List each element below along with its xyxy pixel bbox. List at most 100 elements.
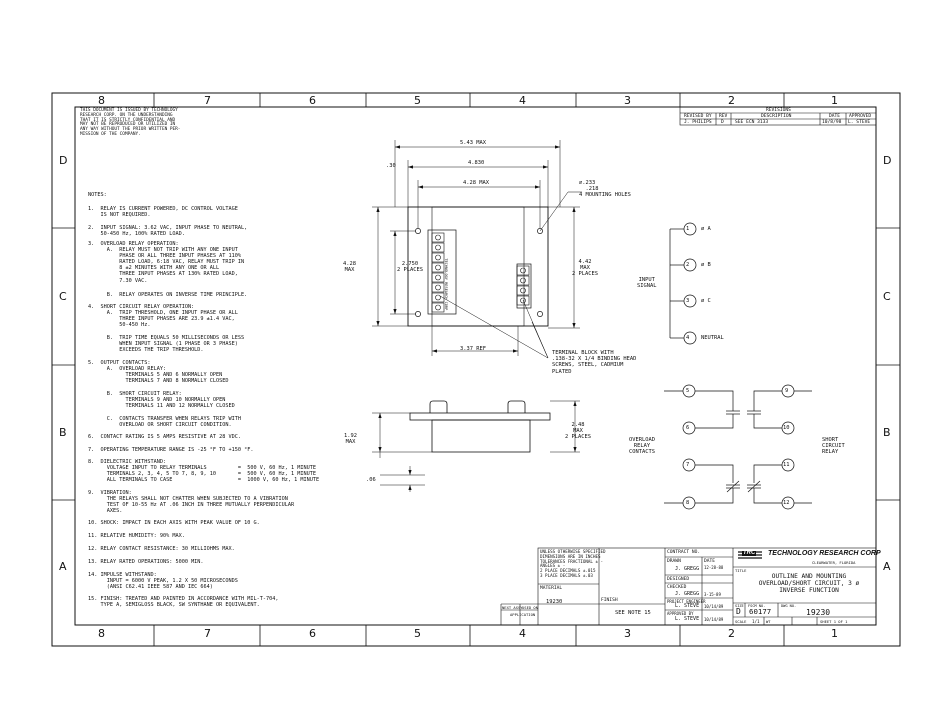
note-1: 1. RELAY IS CURRENT POWERED, DC CONTROL …	[88, 206, 238, 219]
zone-col-3-bottom: 3	[624, 627, 631, 640]
input-neutral: NEUTRAL	[701, 335, 724, 341]
dim-4-830: 4.830	[468, 160, 485, 166]
drawn-date: 12-28-88	[704, 565, 724, 570]
side-dimensions	[372, 400, 580, 492]
rev-header-approved: APPROVED	[849, 114, 872, 119]
note-4b: B. TRIP TIME EQUALS 50 MILLISECONDS OR L…	[106, 335, 245, 354]
next-assy-value: 19230	[546, 599, 563, 605]
input-terminal-4: 4	[686, 335, 690, 341]
zone-row-a-left: A	[59, 560, 67, 573]
inner-border	[74, 106, 877, 626]
next-assy-label: NEXT ASSY	[502, 605, 523, 610]
right-terminal-block	[516, 265, 530, 306]
input-phase-a: ø A	[701, 226, 711, 232]
relay-label-block: TECHNOLOGY RESEARCH CORP	[444, 254, 452, 310]
note-4: 4. SHORT CIRCUIT RELAY OPERATION: A. TRI…	[88, 304, 238, 329]
note-2: 2. INPUT SIGNAL: 3.62 VAC, INPUT PHASE T…	[88, 225, 248, 238]
approved-date: 10/14/89	[704, 617, 724, 622]
rev-description: SEE ECN 3133	[735, 120, 769, 125]
tolerances-note: UNLESS OTHERWISE SPECIFIED DIMENSIONS AR…	[540, 549, 606, 578]
note-15: 15. FINISH: TREATED AND PAINTED IN ACCOR…	[88, 596, 279, 609]
zone-row-c-left: C	[59, 290, 67, 303]
rev-header-date: DATE	[829, 114, 841, 119]
title-block-grid	[500, 547, 877, 626]
company-name: TECHNOLOGY RESEARCH CORP	[768, 550, 881, 557]
relay-side-view	[409, 400, 551, 453]
checked-date: 3-15-89	[704, 592, 721, 597]
zone-col-7-top: 7	[204, 94, 211, 107]
note-5b: B. SHORT CIRCUIT RELAY: TERMINALS 9 AND …	[106, 391, 235, 410]
contract-no-label: CONTRACT NO.	[667, 550, 701, 555]
terminal-5: 5	[686, 388, 690, 394]
note-7: 7. OPERATING TEMPERATURE RANGE IS -25 °F…	[88, 447, 254, 453]
fscm-value: 60177	[749, 607, 772, 616]
rev-date: 10/8/98	[822, 120, 842, 125]
terminal-7: 7	[686, 462, 690, 468]
application-label: APPLICATION	[510, 612, 536, 617]
size-label: SIZE	[735, 604, 744, 608]
project-engineer-label: PROJECT ENGINEER	[667, 599, 706, 604]
dwg-no-label: DWG NO.	[781, 604, 797, 608]
zone-row-b-left: B	[59, 426, 67, 439]
note-12: 12. RELAY CONTACT RESISTANCE: 30 MILLIOH…	[88, 546, 235, 552]
overload-relay-contacts-label: OVERLOAD RELAY CONTACTS	[629, 437, 655, 456]
terminal-12: 12	[783, 500, 790, 506]
zone-col-5-top: 5	[414, 94, 421, 107]
input-terminal-1: 1	[686, 226, 690, 232]
project-engineer-date: 10/14/89	[704, 604, 724, 609]
overload-contacts-schematic	[664, 384, 740, 510]
approved-by-label: APPROVED BY	[667, 611, 694, 616]
relay-label-text: TECHNOLOGY RESEARCH CORP	[444, 258, 448, 311]
revisions-table	[679, 106, 877, 126]
checked-by: J. GREGG	[675, 591, 700, 597]
dim-2-48-max: 2.48 MAX 2 PLACES	[565, 422, 591, 441]
zone-col-8-top: 8	[98, 94, 105, 107]
zone-col-6-top: 6	[309, 94, 316, 107]
input-terminal-3: 3	[686, 298, 690, 304]
rev-approved: L. STEVE	[848, 120, 871, 125]
dim-0-30: .30	[386, 163, 396, 169]
zone-col-1-bottom: 1	[831, 627, 838, 640]
dim-4-28-max-height: 4.28 MAX	[343, 261, 356, 274]
date-label: DATE	[704, 559, 716, 564]
short-circuit-contacts-schematic	[747, 384, 812, 510]
terminal-9: 9	[785, 388, 789, 394]
dim-5-43-max: 5.43 MAX	[460, 140, 486, 146]
zone-row-b-right: B	[883, 426, 891, 439]
zone-col-4-top: 4	[519, 94, 526, 107]
short-circuit-relay-label: SHORT CIRCUIT RELAY	[822, 437, 845, 456]
proprietary-notice: THIS DOCUMENT IS ISSUED BY TECHNOLOGY RE…	[80, 108, 181, 137]
outer-border	[51, 92, 901, 647]
note-14: 14. IMPULSE WITHSTAND: INPUT = 6000 V PE…	[88, 572, 238, 591]
top-dimensions	[372, 140, 582, 359]
zone-col-3-top: 3	[624, 94, 631, 107]
mounting-holes-label: ⌀.233 .218 4 MOUNTING HOLES	[579, 180, 631, 199]
dimension-arrows	[376, 145, 576, 353]
zone-row-a-right: A	[883, 560, 891, 573]
finish-label: FINISH	[601, 598, 618, 603]
zone-col-7-bottom: 7	[204, 627, 211, 640]
used-on-label: USED ON	[522, 605, 539, 610]
dwg-no-value: 19230	[806, 608, 831, 617]
dim-4-42-max: 4.42 MAX 2 PLACES	[572, 259, 598, 278]
checked-label: CHECKED	[667, 585, 687, 590]
relay-top-view	[407, 206, 549, 327]
input-terminal-2: 2	[686, 262, 690, 268]
note-3: 3. OVERLOAD RELAY OPERATION: A. RELAY MU…	[88, 241, 245, 284]
note-10: 10. SHOCK: IMPACT IN EACH AXIS WITH PEAK…	[88, 520, 260, 526]
zone-col-4-bottom: 4	[519, 627, 526, 640]
terminal-10: 10	[783, 425, 790, 431]
sheet-number: SHEET 1 OF 1	[820, 619, 848, 624]
note-11: 11. RELATIVE HUMIDITY: 90% MAX.	[88, 533, 185, 539]
left-terminal-block	[431, 232, 445, 313]
approved-by-name: L. STEVE	[675, 616, 700, 622]
weight-label: WT	[766, 619, 771, 624]
dim-2-750: 2.750 2 PLACES	[397, 261, 423, 274]
input-phase-c: ø C	[701, 298, 711, 304]
drawing-title: OUTLINE AND MOUNTING OVERLOAD/SHORT CIRC…	[758, 573, 860, 594]
scale-label: SCALE	[735, 619, 747, 624]
rev-header-revised-by: REVISED BY	[684, 114, 712, 119]
fscm-label: FSCM NO.	[748, 604, 766, 608]
note-5c: C. CONTACTS TRANSFER WHEN RELAYS TRIP WI…	[106, 416, 242, 429]
